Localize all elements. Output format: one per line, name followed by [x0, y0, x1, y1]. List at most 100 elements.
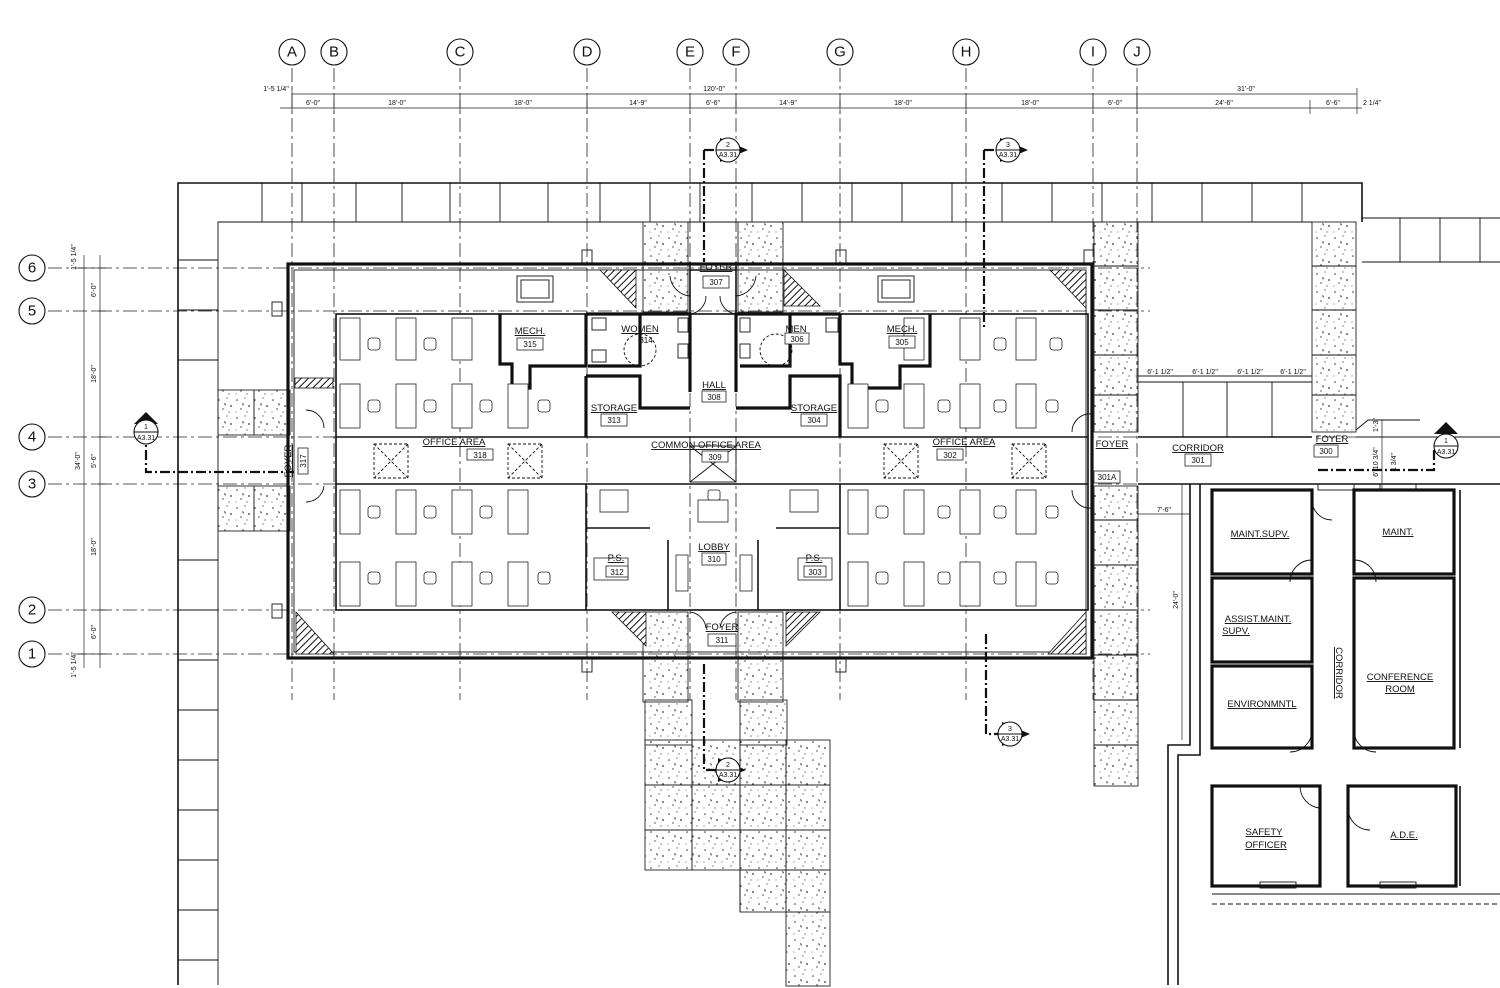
room-foyer-317: FOYER 317 — [283, 445, 309, 477]
room-ps-312: P.S. 312 — [605, 553, 629, 578]
room-assist-maint-line2: SUPV. — [1222, 626, 1250, 637]
room-storage-313-number: 313 — [607, 416, 621, 425]
corridor-dim-3: 6'-1 1/2" — [1237, 369, 1263, 376]
room-assist-maint-line1: ASSIST.MAINT. — [1225, 614, 1292, 625]
grid-bubble-5: 5 — [18, 297, 46, 325]
room-foyer-300: FOYER 300 — [1313, 434, 1349, 458]
grid-label-c: C — [455, 44, 466, 61]
dim-bay-7: 18'-0" — [894, 100, 912, 107]
room-men-306: MEN 306 — [784, 324, 810, 345]
room-mech-305-number: 305 — [895, 338, 909, 347]
grid-bubble-a: A — [278, 38, 306, 66]
room-storage-313-name: STORAGE — [591, 403, 637, 414]
room-ps-303-number: 303 — [808, 568, 822, 577]
section-marker-2-top: 2 A3.31 — [715, 137, 748, 163]
dim-right-offset: 2 1/4" — [1363, 100, 1382, 107]
top-dimensions: 1'-5 1/4" 120'-0" 31'-0" 6'-0" 18'-0" 18… — [263, 86, 1382, 114]
dim-side-bay-2: 18'-0" — [91, 365, 98, 383]
grid-lines — [48, 68, 1460, 700]
grid-label-d: D — [582, 44, 593, 61]
section-marker-1-left: 1 A3.31 — [133, 412, 159, 445]
room-corridor-vert-name: CORRIDOR — [1333, 647, 1344, 699]
grid-bubble-e: E — [676, 38, 704, 66]
room-foyer-307: FOYER 307 — [700, 262, 733, 289]
room-office-318-number: 318 — [473, 451, 487, 460]
room-corridor-301: CORRIDOR 301 — [1172, 443, 1224, 467]
section-marker-1-right-sheet: A3.31 — [1437, 449, 1455, 456]
grid-bubble-4: 4 — [18, 423, 46, 451]
section-marker-2-bottom: 2 A3.31 — [715, 757, 746, 783]
room-office-318-name: OFFICE AREA — [423, 437, 486, 448]
room-storage-304: STORAGE 304 — [791, 403, 837, 427]
room-ps-312-name: P.S. — [608, 553, 625, 564]
room-ps-303: P.S. 303 — [803, 553, 827, 578]
dim-bay-10: 24'-6" — [1215, 100, 1233, 107]
grid-label-2: 2 — [28, 602, 36, 619]
room-foyer-307-name: FOYER — [700, 262, 733, 273]
room-foyer-301a: FOYER 301A — [1093, 439, 1128, 484]
grid-label-j: J — [1133, 44, 1141, 61]
workstations — [339, 317, 1063, 610]
room-maint-supv-name: MAINT.SUPV. — [1231, 529, 1290, 540]
corridor-dim-side-b: 6'-10 3/4" — [1373, 447, 1380, 477]
corridor-dim-side-a: 1'-3" — [1373, 418, 1380, 432]
paver-areas — [217, 221, 1357, 987]
section-marker-1-left-sheet: A3.31 — [137, 435, 155, 442]
grid-label-4: 4 — [28, 429, 36, 446]
room-maint-name: MAINT. — [1382, 527, 1413, 538]
section-marker-1-right: 1 A3.31 — [1433, 422, 1459, 459]
dim-side-bay-5: 6'-0" — [91, 625, 98, 639]
section-marker-2-top-number: 2 — [726, 142, 730, 149]
grid-bubble-3: 3 — [18, 470, 46, 498]
grid-bubble-c: C — [446, 38, 474, 66]
grid-bubble-2: 2 — [18, 596, 46, 624]
annex-wing — [1138, 375, 1500, 985]
room-safety-line1: SAFETY — [1246, 827, 1284, 838]
room-women-314: WOMEN 314 — [621, 324, 659, 345]
room-corridor-301-name: CORRIDOR — [1172, 443, 1224, 454]
room-foyer-317-number: 317 — [299, 454, 308, 468]
row-grid-bubbles: 6 5 4 3 2 1 — [18, 254, 46, 668]
section-cut-lines — [144, 148, 1436, 772]
room-office-302-number: 302 — [943, 451, 957, 460]
room-storage-304-name: STORAGE — [791, 403, 837, 414]
room-labels: FOYER 307 MECH. 315 WOMEN 314 MEN 306 ME… — [283, 262, 1433, 851]
room-lobby-310-name: LOBBY — [698, 542, 730, 553]
corridor-dim-width: 7'-6" — [1157, 507, 1171, 514]
room-lobby-310-number: 310 — [707, 555, 721, 564]
section-marker-3-top-number: 3 — [1006, 142, 1010, 149]
dim-bay-1: 6'-0" — [306, 100, 320, 107]
room-foyer-300-name: FOYER — [1316, 434, 1349, 445]
dim-overall: 120'-0" — [703, 86, 725, 93]
section-marker-3-top: 3 A3.31 — [995, 137, 1028, 163]
section-marker-3-bottom-number: 3 — [1008, 726, 1012, 733]
dim-bay-11: 6'-6" — [1326, 100, 1340, 107]
corridor-dim-1: 6'-1 1/2" — [1147, 369, 1173, 376]
grid-label-g: G — [834, 44, 846, 61]
section-marker-3-top-sheet: A3.31 — [999, 152, 1017, 159]
room-office-302-name: OFFICE AREA — [933, 437, 996, 448]
grid-bubble-h: H — [952, 38, 980, 66]
room-ps-312-number: 312 — [610, 568, 624, 577]
room-hall-308-name: HALL — [702, 380, 726, 391]
room-conference-line1: CONFERENCE — [1367, 672, 1434, 683]
dim-right-overall: 31'-0" — [1237, 86, 1255, 93]
room-mech-305-name: MECH. — [887, 324, 918, 335]
grid-bubble-1: 1 — [18, 640, 46, 668]
room-foyer-300-number: 300 — [1319, 447, 1333, 456]
dim-side-overall: 34'-0" — [75, 452, 82, 470]
room-hall-308: HALL 308 — [701, 380, 727, 403]
side-dimensions: 1'-5 1/4" 1'-5 1/4" 34'-0" 6'-0" 18'-0" … — [71, 244, 106, 678]
room-men-306-name: MEN — [785, 324, 806, 335]
room-foyer-311-number: 311 — [716, 636, 729, 645]
room-office-318: OFFICE AREA 318 — [423, 437, 494, 461]
dim-bottom-offset: 1'-5 1/4" — [71, 652, 78, 678]
corridor-dim-2: 6'-1 1/2" — [1192, 369, 1218, 376]
room-foyer-307-number: 307 — [709, 278, 723, 287]
dim-bay-4: 14'-9" — [629, 100, 647, 107]
dim-bay-6: 14'-9" — [779, 100, 797, 107]
room-foyer-311: FOYER 311 — [706, 622, 738, 647]
dim-bay-5: 6'-6" — [706, 100, 720, 107]
grid-label-h: H — [961, 44, 972, 61]
